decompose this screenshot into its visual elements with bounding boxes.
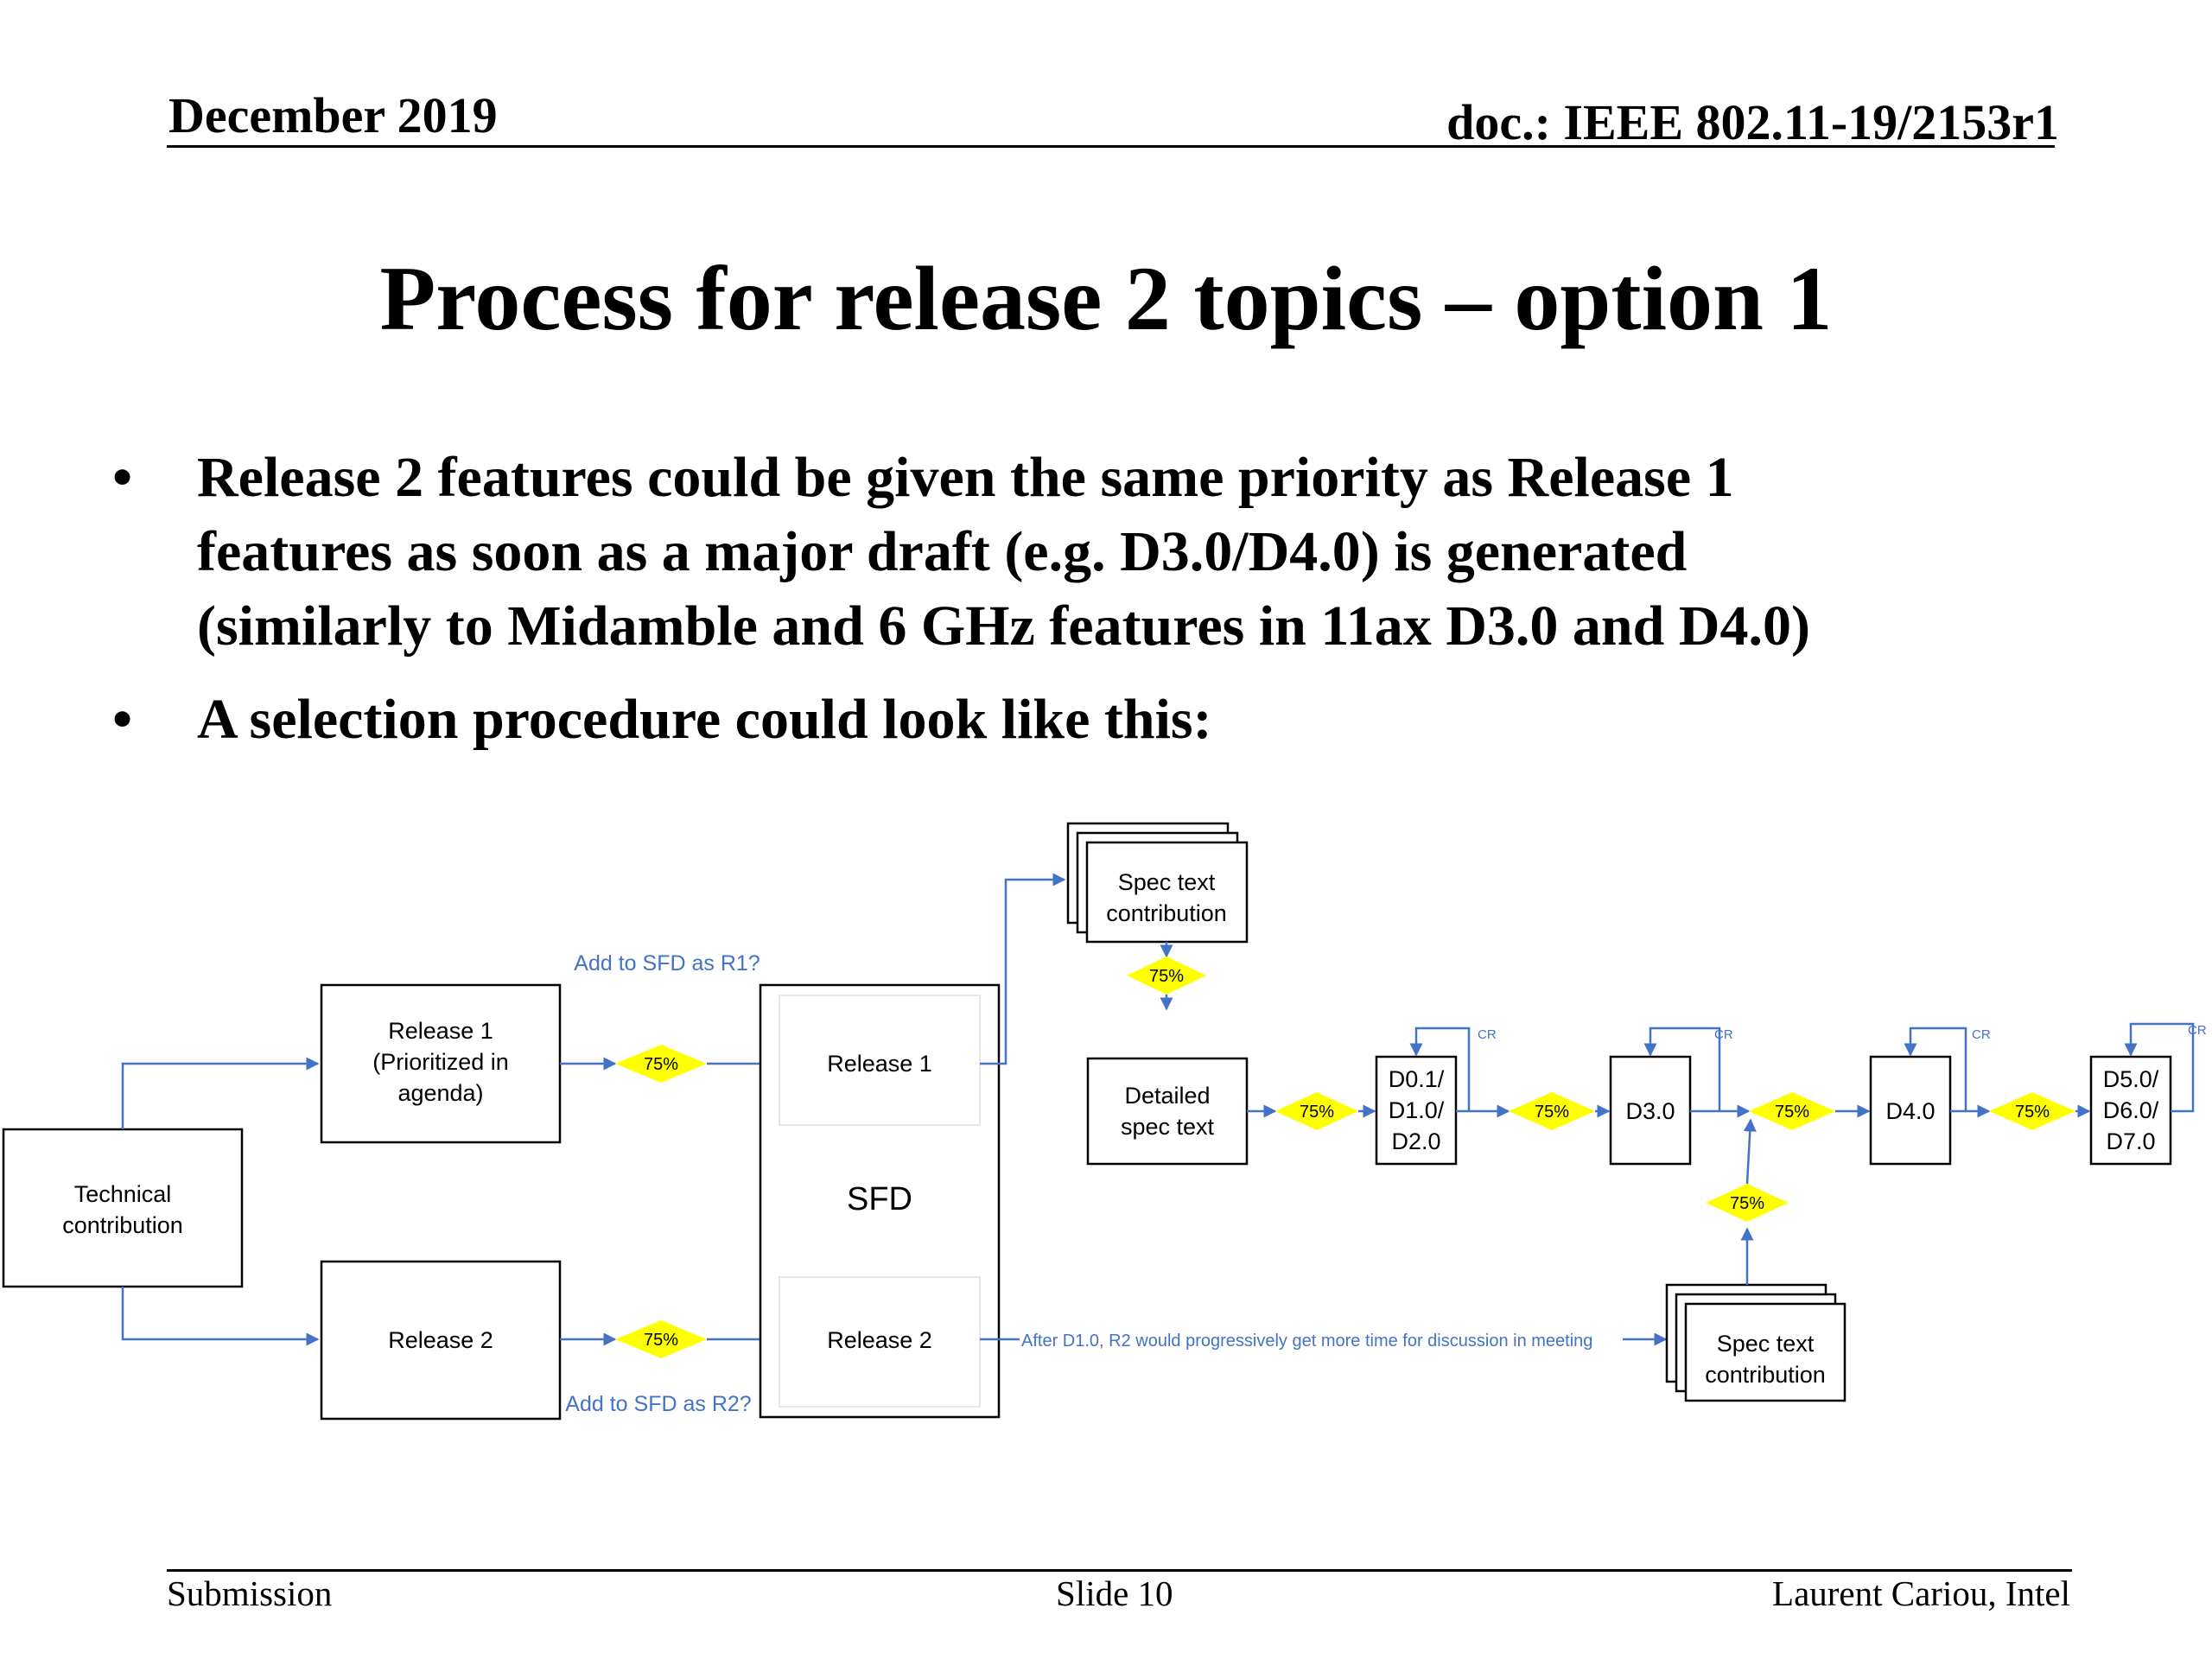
cr-loop-arrow [1643,1027,1721,1111]
detailed-spec-text-node: Detailed spec text [1086,1057,1249,1166]
gate-75-diamond: 75% [1989,1092,2075,1130]
draft-d3-node: D3.0 [1609,1055,1692,1166]
cr-loop-arrow [2124,1022,2195,1113]
gate-label: 75% [2015,1103,2050,1122]
bullet-list: • Release 2 features could be given the … [112,441,2126,776]
node-label: contribution [1106,900,1227,926]
bullet-line: Release 2 features could be given the sa… [197,446,1734,509]
bullet-dot-icon: • [112,688,133,751]
node-label: Technical [74,1181,172,1207]
draft-d4-node: D4.0 [1869,1055,1952,1166]
draft-d0-d2-node: D0.1/ D1.0/ D2.0 [1375,1055,1458,1166]
connector-arrow [121,1057,320,1129]
gate-label: 75% [644,1055,678,1074]
connector-arrow [1743,1118,1757,1185]
node-label: D4.0 [1885,1098,1935,1124]
node-label: D0.1/ [1389,1066,1445,1092]
release2-node: Release 2 [320,1260,562,1421]
gate-label: 75% [644,1331,678,1350]
gate-75-diamond: 75% [1127,957,1206,995]
footer-author: Laurent Cariou, Intel [1772,1573,2070,1613]
node-label: Release 1 [388,1018,493,1044]
spec-text-contribution-stack: Spec text contribution [1066,822,1249,944]
footer-slide-number: Slide 10 [1056,1573,1173,1613]
gate-label: 75% [1535,1103,1569,1122]
cr-label: CR [2188,1023,2207,1038]
cr-label: CR [1972,1027,1991,1042]
gate-75-diamond: 75% [615,1320,707,1358]
node-label: Release 2 [388,1327,493,1353]
technical-contribution-node: Technical contribution [2,1128,244,1288]
cr-loop-arrow [1904,1027,1967,1111]
add-to-sfd-r2-label: Add to SFD as R2? [565,1392,751,1416]
node-label: D7.0 [2106,1128,2155,1154]
node-label: D6.0/ [2103,1097,2159,1123]
footer-submission: Submission [167,1573,333,1613]
node-label: Spec text [1118,869,1216,895]
sfd-label: SFD [847,1181,912,1217]
node-label: contribution [1705,1362,1826,1388]
connector-arrow [121,1287,320,1346]
header-rule [167,145,2055,148]
node-label: spec text [1121,1114,1215,1140]
gate-75-diamond: 75% [615,1045,707,1083]
node-label: contribution [62,1212,183,1238]
gate-label: 75% [1775,1103,1809,1122]
add-to-sfd-r1-label: Add to SFD as R1? [574,951,760,976]
release1-node: Release 1 (Prioritized in agenda) [320,983,562,1144]
gate-label: 75% [1730,1194,1764,1213]
sfd-node: Release 1 SFD Release 2 [759,983,1001,1419]
node-label: D1.0/ [1389,1097,1445,1123]
gate-label: 75% [1149,967,1184,986]
cr-loop-arrow [1409,1027,1471,1111]
bullet-dot-icon: • [112,446,133,509]
gate-75-diamond: 75% [1509,1092,1595,1130]
node-label: (Prioritized in [372,1049,509,1075]
node-label: Spec text [1717,1331,1815,1357]
cr-label: CR [1714,1027,1733,1042]
sfd-release1-label: Release 1 [827,1051,932,1077]
sfd-release2-label: Release 2 [827,1327,932,1353]
node-label: Detailed [1124,1083,1210,1109]
bullet-item: • A selection procedure could look like … [112,683,2126,757]
process-diagram: Technical contribution Release 1 (Priori… [2,822,2207,1421]
slide-title: Process for release 2 topics – option 1 [379,248,1833,349]
connector-arrow [980,873,1066,1065]
gate-75-diamond: 75% [1706,1184,1789,1222]
node-label: D2.0 [1391,1128,1440,1154]
node-label: D5.0/ [2103,1066,2159,1092]
gate-label: 75% [1300,1103,1334,1122]
bullet-line: A selection procedure could look like th… [197,688,1212,751]
header-date: December 2019 [168,87,498,143]
gate-75-diamond: 75% [1275,1092,1358,1130]
node-label: D3.0 [1625,1098,1675,1124]
bullet-line: (similarly to Midamble and 6 GHz feature… [197,594,1810,658]
draft-d5-d7-node: D5.0/ D6.0/ D7.0 [2089,1055,2172,1166]
footer-rule [167,1569,2072,1572]
bullet-line: features as soon as a major draft (e.g. … [197,520,1688,583]
bullet-item: • Release 2 features could be given the … [112,441,2126,664]
cr-label: CR [1478,1027,1497,1042]
node-label: agenda) [397,1080,483,1106]
gate-75-diamond: 75% [1749,1092,1835,1130]
header-doc-id: doc.: IEEE 802.11-19/2153r1 [1446,94,2059,150]
spec-text-contribution-2-stack: Spec text contribution [1665,1283,1847,1402]
after-d1-note: After D1.0, R2 would progressively get m… [1021,1332,1592,1351]
